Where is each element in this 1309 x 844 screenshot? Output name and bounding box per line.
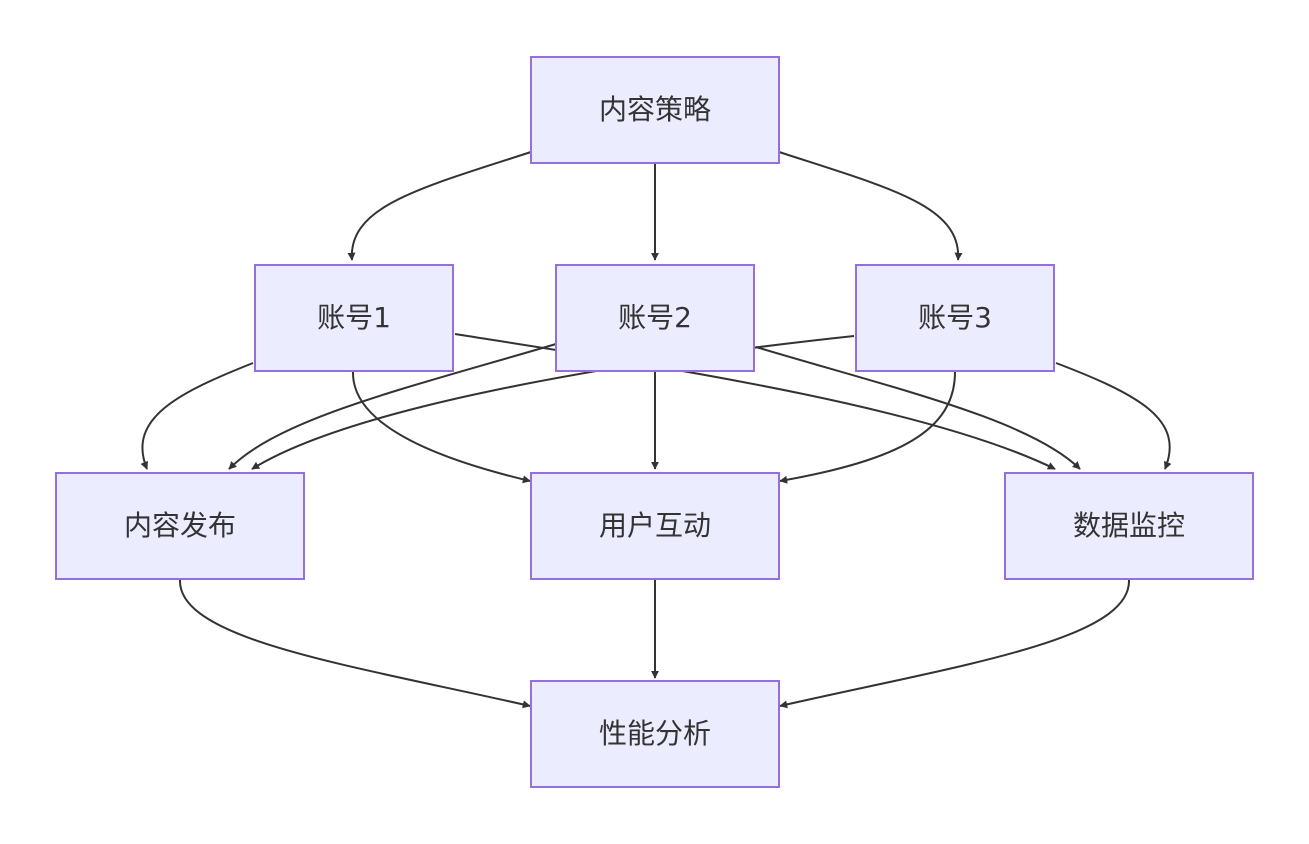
node-data-monitoring: 数据监控: [1004, 472, 1254, 580]
node-label: 账号2: [618, 301, 692, 334]
node-content-strategy: 内容策略: [530, 56, 780, 164]
edge-content-strategy-to-account-1: [347, 151, 532, 261]
node-label: 账号1: [317, 301, 391, 334]
edge-account-3-to-data-monitoring: [1055, 362, 1172, 470]
node-account-1: 账号1: [254, 264, 454, 372]
edge-account-3-to-user-interaction: [779, 371, 956, 484]
node-content-publish: 内容发布: [55, 472, 305, 580]
node-account-3: 账号3: [855, 264, 1055, 372]
node-account-2: 账号2: [555, 264, 755, 372]
node-label: 账号3: [918, 301, 992, 334]
edge-data-monitoring-to-performance-analysis: [779, 579, 1131, 709]
edge-content-strategy-to-account-3: [778, 151, 963, 261]
edge-account-2-to-data-monitoring: [755, 346, 1081, 470]
edge-account-3-to-content-publish: [251, 335, 855, 470]
edge-account-1-to-content-publish: [140, 362, 254, 470]
edge-account-2-to-content-publish: [228, 343, 557, 470]
node-label: 性能分析: [598, 717, 711, 750]
node-label: 内容发布: [123, 509, 236, 542]
node-user-interaction: 用户互动: [530, 472, 780, 580]
node-label: 内容策略: [598, 93, 711, 126]
node-label: 用户互动: [598, 509, 711, 542]
edge-content-publish-to-performance-analysis: [178, 579, 531, 709]
edge-account-1-to-user-interaction: [351, 371, 531, 484]
node-performance-analysis: 性能分析: [530, 680, 780, 788]
node-label: 数据监控: [1072, 509, 1185, 542]
